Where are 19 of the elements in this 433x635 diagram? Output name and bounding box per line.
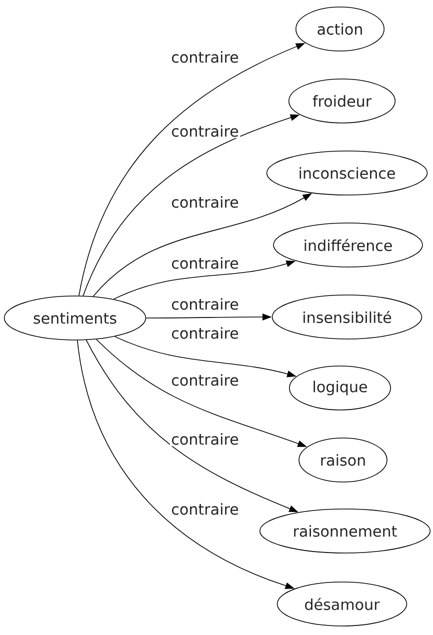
ellipse-node: action xyxy=(296,6,384,52)
edge-label: contraire xyxy=(170,326,240,340)
ellipse-node: raisonnement xyxy=(259,508,431,554)
ellipse-node: froideur xyxy=(288,78,396,124)
edge-label: contraire xyxy=(170,502,240,516)
edge-label: contraire xyxy=(170,50,240,64)
ellipse-node: sentiments xyxy=(4,296,146,340)
ellipse-node: logique xyxy=(289,366,391,410)
ellipse-node: insensibilité xyxy=(272,294,422,340)
ellipse-node: raison xyxy=(298,438,388,482)
edge-label: contraire xyxy=(170,372,240,388)
edge-label: contraire xyxy=(170,296,240,312)
ellipse-node: désamour xyxy=(276,582,408,626)
edge-label: contraire xyxy=(170,256,240,270)
edge-label: contraire xyxy=(170,194,240,210)
edge-label: contraire xyxy=(170,432,240,446)
ellipse-node: inconscience xyxy=(266,150,428,196)
ellipse-node: indifférence xyxy=(273,222,423,268)
edge-label: contraire xyxy=(170,124,240,138)
